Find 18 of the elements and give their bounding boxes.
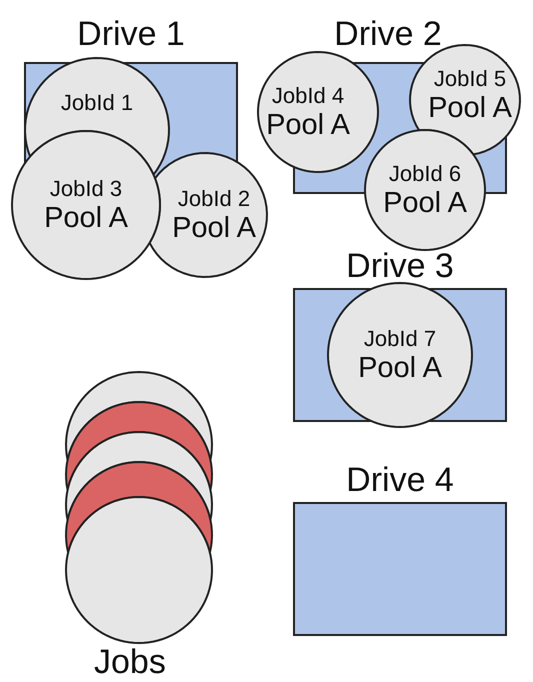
- drive-title: Drive 2: [333, 16, 443, 52]
- pool-name: Pool A: [266, 110, 350, 140]
- job-id: JobId 2: [178, 188, 250, 210]
- job-id: JobId 1: [60, 92, 134, 114]
- pool-name: Pool A: [383, 188, 467, 218]
- pool-name: Pool A: [44, 204, 128, 232]
- pool-name: Pool A: [358, 354, 442, 382]
- pool-name: Pool A: [428, 94, 512, 122]
- job-id: JobId 3: [50, 178, 122, 200]
- job-id: JobId 6: [388, 162, 462, 184]
- pool-name: Pool A: [172, 214, 256, 242]
- job-id: JobId 7: [364, 328, 436, 350]
- job-id: JobId 5: [434, 68, 506, 90]
- drive-title: Drive 3: [345, 248, 455, 284]
- job-id: JobId 4: [272, 84, 344, 106]
- stack-label: Jobs: [94, 644, 166, 680]
- drive-title: Drive 4: [345, 462, 455, 498]
- drive-title: Drive 1: [76, 16, 186, 52]
